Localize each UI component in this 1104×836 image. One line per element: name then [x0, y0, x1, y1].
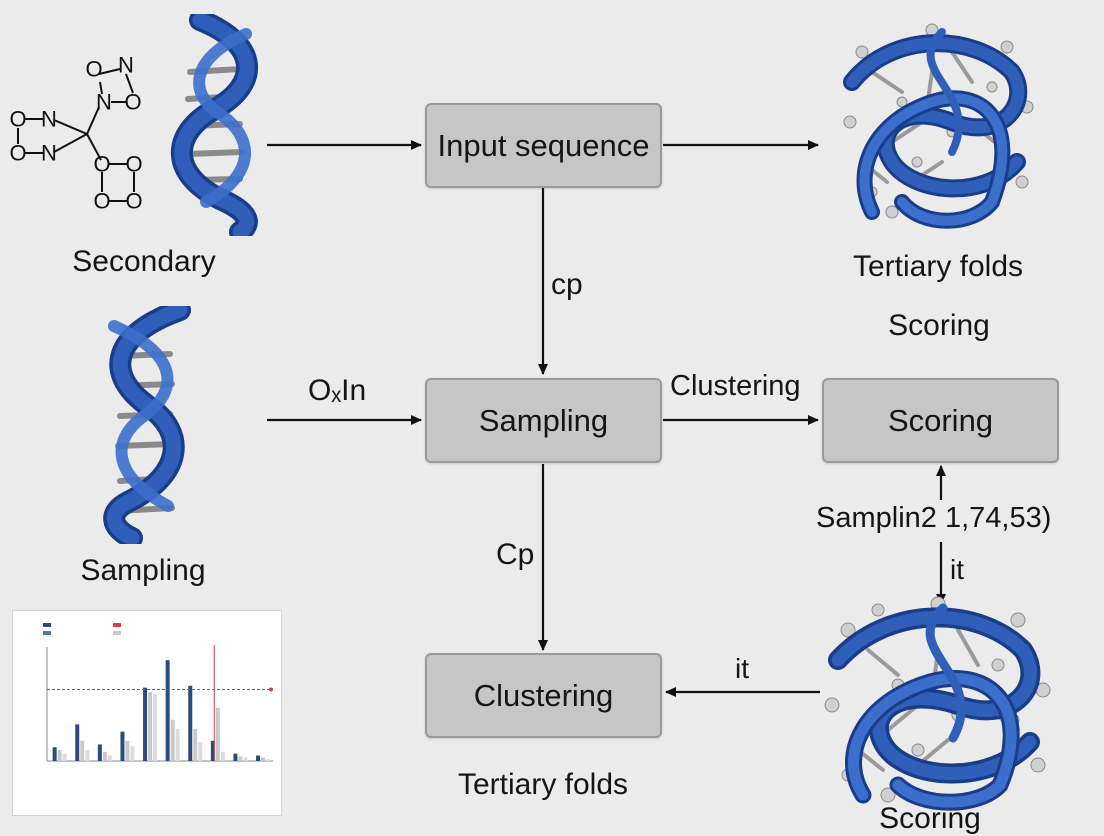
rna-helix-icon-top: [170, 14, 259, 236]
bar: [188, 685, 193, 761]
atom-label: O: [85, 57, 102, 82]
caption-tertiary-top: Tertiary folds: [852, 250, 1024, 283]
atom-label: N: [41, 107, 57, 132]
bar: [107, 755, 112, 761]
protein-fold-icon-top: [843, 23, 1034, 229]
edge-label-it-right: it: [950, 554, 964, 585]
protein-fold-icon-bottom: [824, 596, 1051, 811]
mini-bar-chart: [12, 610, 282, 816]
legend-swatch: [43, 623, 51, 627]
clustering-box: Clustering: [425, 653, 662, 738]
bar: [215, 707, 220, 761]
bar: [170, 719, 175, 761]
atom-label: O: [93, 152, 110, 177]
legend-swatch: [113, 623, 121, 627]
bar: [175, 728, 180, 761]
edge-label-clustering: Clustering: [670, 370, 801, 402]
atom-label: O: [125, 152, 142, 177]
atom-label: N: [41, 141, 57, 166]
rna-helix-icon-left: [103, 306, 191, 544]
bar: [62, 753, 67, 761]
bar: [238, 756, 243, 761]
bar: [97, 744, 102, 761]
bar: [75, 724, 80, 761]
atom-label: O: [124, 90, 141, 115]
bar: [198, 742, 203, 761]
bar: [153, 694, 158, 761]
molecule-structure: O N N O O N O N O O O O: [9, 53, 142, 214]
scoring-box: Scoring: [822, 378, 1059, 463]
caption-sampling-left: Sampling: [80, 554, 206, 587]
bar: [220, 751, 225, 761]
bar: [125, 740, 130, 761]
atom-label: N: [96, 90, 112, 115]
edge-label-samplin2: Samplin2 1,74,53): [816, 502, 1052, 534]
bar: [266, 759, 271, 761]
bar: [130, 746, 135, 761]
bar: [52, 747, 57, 761]
caption-secondary: Secondary: [72, 245, 216, 278]
legend-swatch: [43, 631, 51, 635]
bar: [148, 692, 153, 761]
reference-marker: [269, 687, 273, 692]
edge-label-oxln: OₓIn: [308, 374, 367, 407]
bar: [256, 755, 261, 761]
bar: [165, 660, 170, 761]
edge-label-cp: cp: [551, 268, 583, 301]
bar: [120, 731, 125, 761]
atom-label: N: [118, 53, 134, 78]
bar: [57, 750, 62, 761]
atom-label: O: [9, 107, 26, 132]
bar: [193, 728, 198, 761]
input-sequence-box: Input sequence: [425, 103, 662, 188]
bar: [233, 753, 238, 761]
bar: [210, 740, 215, 761]
mini-bar-chart-plot: [43, 623, 273, 762]
bar: [102, 751, 107, 761]
atom-label: O: [93, 189, 110, 214]
edge-label-cp-lower: Cp: [496, 538, 535, 571]
legend-swatch: [113, 631, 121, 635]
bar: [80, 740, 85, 761]
bar: [85, 750, 90, 761]
caption-tertiary-bottom: Tertiary folds: [457, 768, 629, 801]
bar: [143, 687, 148, 761]
atom-label: O: [9, 141, 26, 166]
atom-label: O: [125, 189, 142, 214]
bar: [243, 757, 248, 761]
sampling-box: Sampling: [425, 378, 662, 463]
caption-scoring-top: Scoring: [888, 309, 990, 342]
edge-label-it-bottom: it: [735, 653, 749, 684]
bar: [261, 757, 266, 761]
